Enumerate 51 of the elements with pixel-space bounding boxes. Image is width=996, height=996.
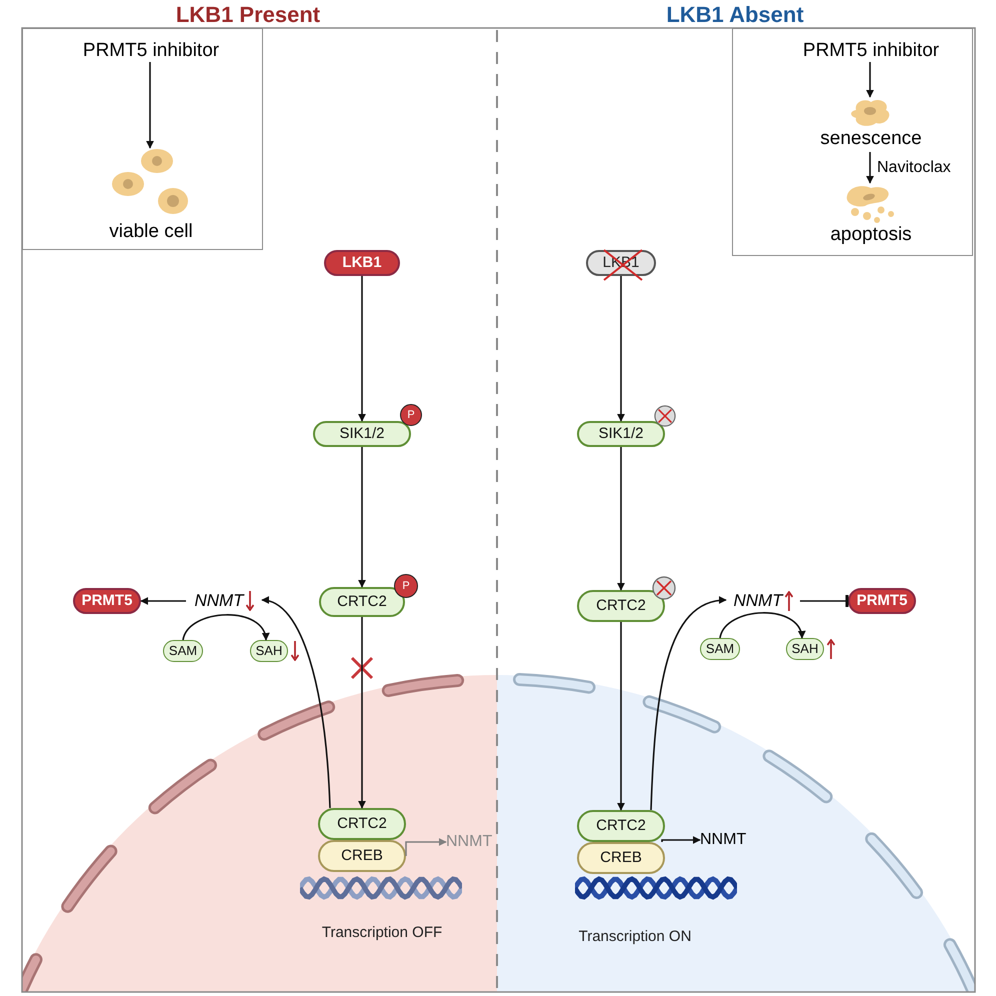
drug-label: PRMT5 inhibitor xyxy=(802,39,940,63)
protein-pill: SIK1/2 xyxy=(313,421,411,447)
arrow xyxy=(140,597,186,605)
cell-state-label: viable cell xyxy=(109,221,193,243)
inset-panel xyxy=(732,28,973,256)
metabolite-pill: SAH xyxy=(786,638,824,660)
phospho-badge: P xyxy=(400,404,422,426)
protein-pill: PRMT5 xyxy=(73,588,141,614)
protein-pill: CREB xyxy=(318,840,406,872)
metabolite-pill: SAM xyxy=(700,638,740,660)
metabolite-pill: SAM xyxy=(163,640,203,662)
gene-label: NNMT xyxy=(194,590,244,612)
panel-heading: LKB1 Present xyxy=(176,2,320,27)
drug-label: PRMT5 inhibitor xyxy=(82,39,220,63)
arrow xyxy=(866,152,874,184)
protein-pill: CRTC2 xyxy=(319,587,405,617)
arrow xyxy=(358,447,366,588)
protein-pill: CRTC2 xyxy=(577,590,665,622)
cell-state-label: apoptosis xyxy=(830,224,912,246)
dephosphorylated-badge xyxy=(654,405,676,427)
arrow xyxy=(405,838,447,856)
protein-pill: LKB1 xyxy=(324,250,400,276)
protein-pill: SIK1/2 xyxy=(577,421,665,447)
status-label: Transcription ON xyxy=(578,928,692,945)
phospho-badge: P xyxy=(394,574,418,598)
protein-pill: CRTC2 xyxy=(577,810,665,842)
protein-pill: PRMT5 xyxy=(848,588,916,614)
arrow xyxy=(661,836,701,844)
gene-label: NNMT xyxy=(446,832,492,852)
arrow xyxy=(617,276,625,422)
inhibition-line xyxy=(800,595,848,607)
arrow xyxy=(719,612,804,639)
arrow xyxy=(650,596,727,810)
arrow xyxy=(261,597,331,808)
protein-pill: CREB xyxy=(577,842,665,874)
gene-label: NNMT xyxy=(733,590,783,612)
inset-panel xyxy=(22,28,263,250)
panel-heading: LKB1 Absent xyxy=(666,2,804,27)
status-label: Transcription OFF xyxy=(322,924,442,941)
cell-state-label: senescence xyxy=(820,128,922,150)
arrow xyxy=(358,617,366,809)
metabolite-pill: SAH xyxy=(250,640,288,662)
arrow xyxy=(617,447,625,591)
protein-pill: CRTC2 xyxy=(318,808,406,840)
arrow xyxy=(358,276,366,422)
gene-label: NNMT xyxy=(700,830,746,850)
arrow xyxy=(617,622,625,811)
arrow xyxy=(146,62,154,149)
arrow xyxy=(866,62,874,98)
arrow xyxy=(182,614,268,641)
dephosphorylated-badge xyxy=(652,576,676,600)
